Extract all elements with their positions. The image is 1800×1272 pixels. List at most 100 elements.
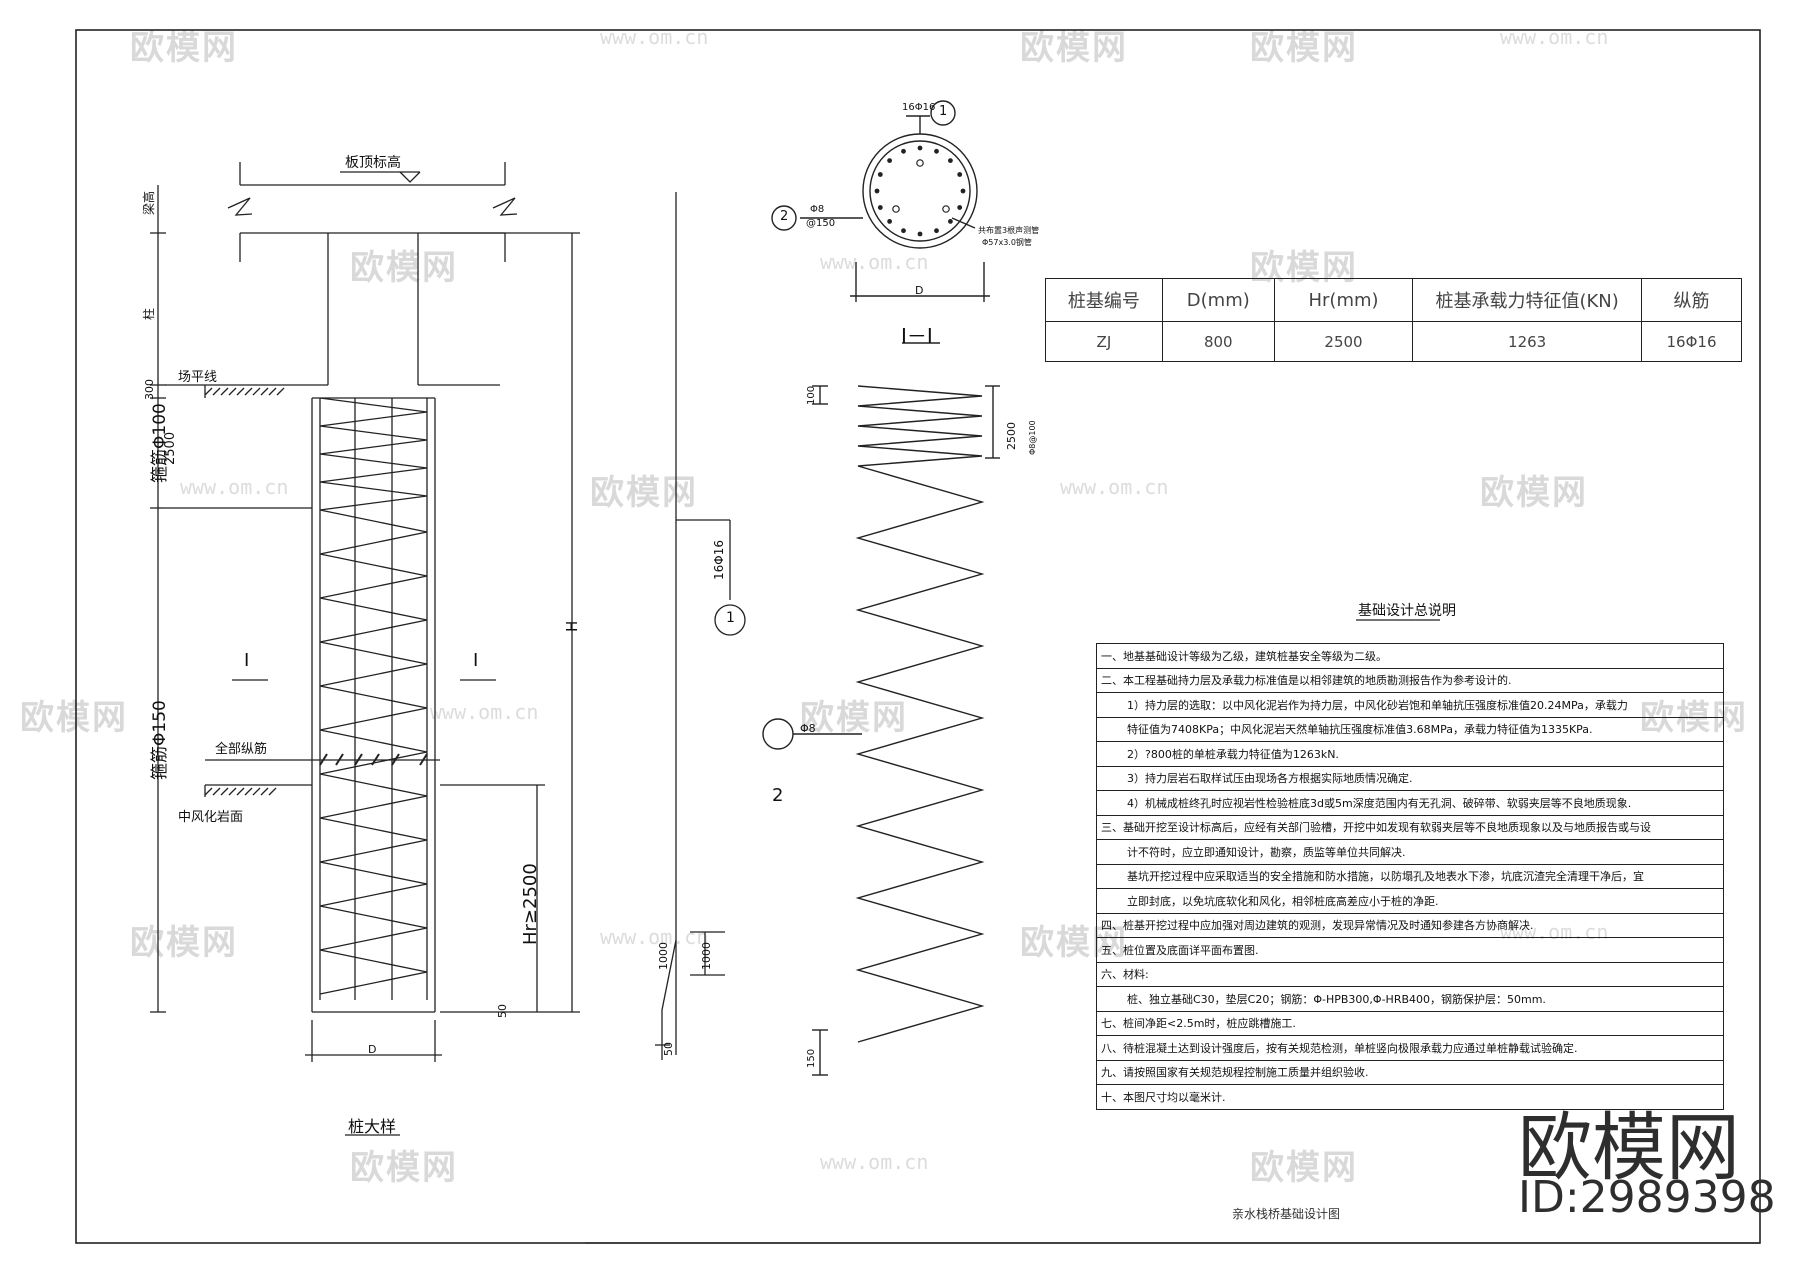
bar-ticks xyxy=(319,753,428,766)
longitudinal-bar-dot xyxy=(874,188,880,194)
watermark-url: www.om.cn xyxy=(430,700,539,724)
watermark-brand: 欧模网 xyxy=(1250,1148,1358,1188)
section-bars xyxy=(874,145,966,237)
rebar-dim-50: 50 xyxy=(662,1042,675,1056)
watermark-brand: 欧模网 xyxy=(800,698,908,738)
rock-hatch xyxy=(204,787,277,796)
watermark-brand: 欧模网 xyxy=(350,1148,458,1188)
note-line: 计不符时，应立即通知设计，勘察，质监等单位共同解决. xyxy=(1096,839,1724,865)
note-line: 八、待桩混凝土达到设计强度后，按有关规范检测，单桩竖向极限承载力应通过单桩静载试… xyxy=(1096,1035,1724,1061)
section-bars-number: 1 xyxy=(939,104,948,119)
section-tie-label-1: Φ8 xyxy=(810,204,825,215)
hr-min-label: Hr≥2500 xyxy=(520,863,541,945)
note-line: 四、桩基开挖过程中应加强对周边建筑的观测，发现异常情况及时通知参建各方协商解决. xyxy=(1096,912,1724,938)
pile-detail-title: 桩大样 xyxy=(348,1117,397,1136)
note-line: 一、地基基础设计等级为乙级，建筑桩基安全等级为二级。 xyxy=(1096,643,1724,669)
note-line: 六、材料: xyxy=(1096,961,1724,987)
dim-h: H xyxy=(563,620,581,632)
board-top-elevation-label: 板顶标高 xyxy=(345,155,401,171)
longitudinal-bar-dot xyxy=(901,228,906,234)
watermark-brand: 欧模网 xyxy=(1020,28,1128,68)
sonic-pipe xyxy=(942,205,950,213)
note-line: 3）持力层岩石取样试压由现场各方根据实际地质情况确定. xyxy=(1096,765,1724,791)
col-header-hr: Hr(mm) xyxy=(1273,278,1414,322)
col-header-d: D(mm) xyxy=(1161,278,1275,322)
longitudinal-bar-dot xyxy=(887,158,892,164)
rebar-dim-1000a: 1000 xyxy=(657,942,670,970)
watermark-url: www.om.cn xyxy=(600,25,709,49)
longitudinal-bar-dot xyxy=(957,172,963,177)
longitudinal-bar-dot xyxy=(917,231,923,237)
watermark-url: www.om.cn xyxy=(1500,25,1609,49)
watermark-brand: 欧模网 xyxy=(1480,473,1588,513)
longitudinal-bar-dot xyxy=(934,148,939,154)
longitudinal-bar-dot xyxy=(957,205,963,210)
ground-hatch xyxy=(204,387,285,396)
column-label: 柱 xyxy=(142,307,156,320)
brand-id: ID:2989398 xyxy=(1518,1172,1776,1223)
sonic-pipe-note-1: 共布置3根声测管 xyxy=(978,226,1040,235)
spiral-pitch-note: Φ8@100 xyxy=(1028,420,1037,455)
notes-title: 基础设计总说明 xyxy=(1358,603,1456,619)
watermark-brand: 欧模网 xyxy=(590,473,698,513)
longitudinal-bar-dot xyxy=(917,145,923,151)
note-line: 十、本图尺寸均以毫米计. xyxy=(1096,1084,1724,1110)
longitudinal-bar-dot xyxy=(901,148,906,154)
beam-height-label: 梁高 xyxy=(142,190,156,215)
section-mark-left: I xyxy=(244,650,250,671)
dim-2500-left: 2500 xyxy=(163,431,178,465)
watermark-brand: 欧模网 xyxy=(20,698,128,738)
sheet-title: 亲水栈桥基础设计图 xyxy=(1232,1207,1341,1221)
watermark-url: www.om.cn xyxy=(600,925,709,949)
longitudinal-bar-dot xyxy=(877,172,883,177)
rebar-bar-label: 16Φ16 xyxy=(712,540,726,580)
table-row: ZJ 800 2500 1263 16Φ16 xyxy=(1045,321,1742,362)
sonic-pipe xyxy=(892,205,900,213)
spiral-tie-label: Φ8 xyxy=(800,722,816,735)
section-bars-label: 16Φ16 xyxy=(902,102,936,113)
cell-capacity: 1263 xyxy=(1412,321,1643,362)
watermark-url: www.om.cn xyxy=(1060,475,1169,499)
spiral-dim-2500: 2500 xyxy=(1005,422,1018,450)
watermark-brand: 欧模网 xyxy=(130,923,238,963)
note-line: 基坑开挖过程中应采取适当的安全措施和防水措施，以防塌孔及地表水下渗，坑底沉渣完全… xyxy=(1096,863,1724,889)
watermark-url: www.om.cn xyxy=(180,475,289,499)
brand-logo-text: 欧模网 xyxy=(1518,1105,1740,1191)
cell-d: 800 xyxy=(1161,321,1275,362)
dim-300: 300 xyxy=(143,379,156,400)
pile-detail xyxy=(150,162,580,1136)
rebar-dim-1000b: 1000 xyxy=(700,942,713,970)
cell-longitudinal: 16Φ16 xyxy=(1641,321,1742,362)
site-level-line-label: 场平线 xyxy=(178,370,218,385)
sonic-pipe-note-2: Φ57x3.0钢管 xyxy=(982,238,1032,247)
col-header-longitudinal: 纵筋 xyxy=(1641,278,1742,322)
spiral-tie-number: 2 xyxy=(772,785,784,806)
longitudinal-bar-dot xyxy=(960,188,966,194)
pile-table-header-row: 桩基编号 D(mm) Hr(mm) 桩基承载力特征值(KN) 纵筋 xyxy=(1045,278,1742,322)
longitudinal-bar-dot xyxy=(877,205,883,210)
section-dim-d: D xyxy=(915,284,924,297)
note-line: 二、本工程基础持力层及承载力标准值是以相邻建筑的地质勘测报告作为参考设计的. xyxy=(1096,667,1724,693)
note-line: 立即封底，以免坑底软化和风化，相邻桩底高差应小于桩的净距. xyxy=(1096,888,1724,914)
rebar-elevation xyxy=(655,192,746,1060)
weathered-rock-label: 中风化岩面 xyxy=(178,810,244,825)
note-line: 九、请按照国家有关规范规程控制施工质量并组织验收. xyxy=(1096,1059,1724,1085)
spiral-dim-top: 100 xyxy=(806,385,817,405)
cell-pile-id: ZJ xyxy=(1045,321,1163,362)
note-line: 七、桩间净距<2.5m时，桩应跳槽施工. xyxy=(1096,1010,1724,1036)
col-header-capacity: 桩基承载力特征值(KN) xyxy=(1412,278,1643,322)
section-mark-right: I xyxy=(473,650,479,671)
note-line: 桩、独立基础C30，垫层C20；钢筋：Φ-HPB300,Φ-HRB400，钢筋保… xyxy=(1096,986,1724,1012)
cell-hr: 2500 xyxy=(1273,321,1414,362)
watermark-brand: 欧模网 xyxy=(350,248,458,288)
note-line: 三、基础开挖至设计标高后，应经有关部门验槽，开挖中如发现有软弱夹层等不良地质现象… xyxy=(1096,814,1724,840)
dim-50-left: 50 xyxy=(496,1004,509,1018)
section-title: I－I xyxy=(901,324,933,348)
all-longitudinal-label: 全部纵筋 xyxy=(215,742,268,757)
dim-d-left: D xyxy=(368,1043,377,1056)
note-line: 五、桩位置及底面详平面布置图. xyxy=(1096,937,1724,963)
rebar-bar-number: 1 xyxy=(726,610,735,626)
watermark-brand: 欧模网 xyxy=(130,28,238,68)
